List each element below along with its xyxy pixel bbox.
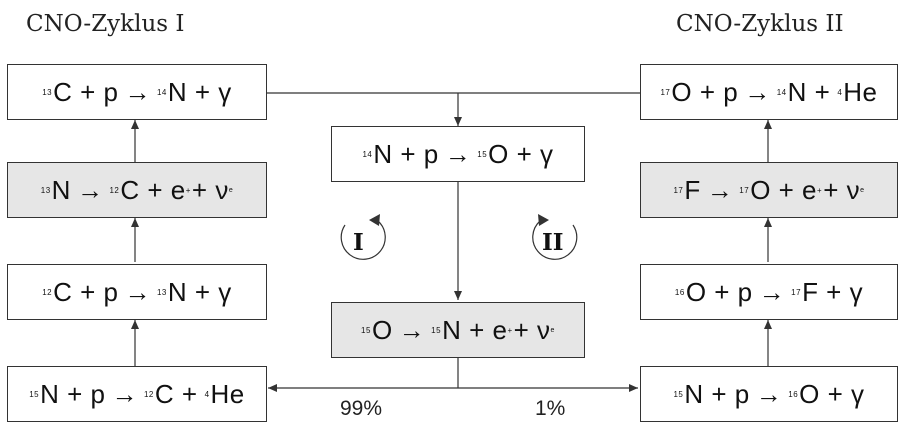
- products: N + γ: [167, 276, 232, 307]
- mass-number: 14: [156, 87, 167, 97]
- helium: He: [843, 76, 878, 107]
- cycle-two-label: II: [542, 229, 564, 256]
- mass-number: 13: [40, 185, 51, 195]
- reactants: N + p: [40, 378, 106, 409]
- products: N + e: [442, 314, 508, 345]
- mass-number: 15: [431, 325, 442, 335]
- mass-number: 17: [660, 87, 671, 97]
- reaction-arrow: →: [755, 378, 783, 409]
- mass-number: 12: [143, 389, 154, 399]
- mass-number: 4: [837, 87, 843, 97]
- neutrino: + ν: [823, 174, 861, 205]
- products: N + γ: [167, 76, 232, 107]
- mass-number: 16: [674, 287, 685, 297]
- reactants: N + p: [373, 138, 439, 169]
- neutrino-subscript: e: [550, 326, 555, 334]
- reaction-arrow: →: [124, 76, 151, 107]
- reactants: C + p: [53, 76, 119, 107]
- products: N +: [787, 76, 831, 107]
- reaction-arrow: →: [758, 276, 786, 307]
- products: O + γ: [799, 378, 865, 409]
- products: C + e: [120, 174, 186, 205]
- reaction-arrow: →: [444, 138, 472, 169]
- cycle-one-circle: [340, 220, 386, 260]
- reaction-arrow: →: [111, 378, 138, 409]
- products: O + γ: [488, 138, 554, 169]
- neutrino: + ν: [191, 174, 229, 205]
- mass-number: 17: [739, 185, 750, 195]
- charge: +: [185, 185, 191, 195]
- reactants: F: [684, 174, 701, 205]
- reactants: O + p: [685, 276, 753, 307]
- mass-number: 13: [156, 287, 167, 297]
- neutrino: + ν: [513, 314, 551, 345]
- products: O + e: [750, 174, 818, 205]
- mass-number: 15: [673, 389, 684, 399]
- cycle-two-circle: [532, 220, 578, 260]
- reaction-arrow: →: [744, 76, 771, 107]
- cycle-one-arrowhead: [369, 214, 380, 226]
- neutrino-subscript: e: [228, 186, 234, 194]
- mass-number: 15: [29, 389, 40, 399]
- products: C +: [154, 378, 198, 409]
- mass-number: 12: [42, 287, 53, 297]
- branch-99-percent: 99%: [340, 397, 383, 420]
- neutrino-subscript: e: [860, 186, 865, 194]
- products: F + γ: [802, 276, 864, 307]
- mass-number: 4: [204, 389, 210, 399]
- branch-1-percent: 1%: [535, 397, 566, 420]
- title-cycle-one: CNO-Zyklus I: [26, 11, 185, 37]
- mass-number: 15: [477, 149, 488, 159]
- charge: +: [507, 325, 513, 335]
- reaction-arrow: →: [76, 174, 104, 205]
- cycle-one-label: I: [353, 229, 364, 256]
- mass-number: 14: [362, 149, 373, 159]
- mass-number: 14: [776, 87, 787, 97]
- charge: +: [817, 185, 823, 195]
- reactants: O + p: [671, 76, 739, 107]
- mass-number: 16: [788, 389, 799, 399]
- mass-number: 13: [42, 87, 53, 97]
- reaction-arrow: →: [124, 276, 151, 307]
- helium: He: [210, 378, 245, 409]
- reactants: O: [371, 314, 393, 345]
- title-cycle-two: CNO-Zyklus II: [676, 11, 844, 37]
- reactants: N + p: [684, 378, 750, 409]
- mass-number: 17: [673, 185, 684, 195]
- reactants: N: [51, 174, 71, 205]
- cycle-two-arrowhead: [538, 214, 549, 226]
- reaction-arrow: →: [706, 174, 734, 205]
- reactants: C + p: [53, 276, 119, 307]
- mass-number: 12: [109, 185, 120, 195]
- reaction-arrow: →: [398, 314, 426, 345]
- mass-number: 15: [361, 325, 371, 335]
- mass-number: 17: [791, 287, 802, 297]
